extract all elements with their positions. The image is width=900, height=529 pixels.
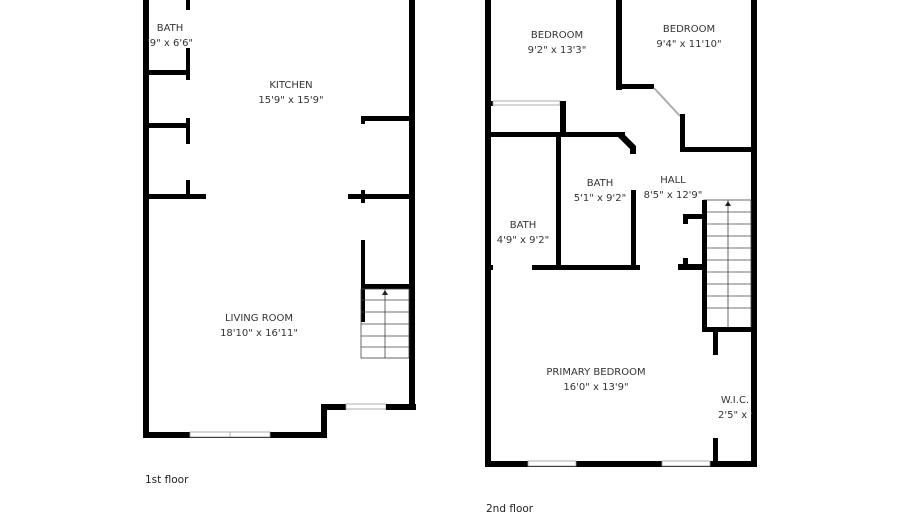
room-size: 5'1" x 9'2" — [573, 193, 627, 204]
window — [527, 460, 577, 467]
room-label-bedroom-1: BEDROOM 9'2" x 13'3" — [528, 28, 587, 58]
room-name: BEDROOM — [530, 30, 584, 41]
room-label-wic: W.I.C. 2'5" x 9'3 — [718, 393, 752, 423]
room-size: 9'4" x 11'10" — [656, 39, 722, 50]
room-size: 15'9" x 15'9" — [258, 95, 324, 106]
room-name: BATH — [509, 220, 537, 231]
room-name: BEDROOM — [662, 24, 716, 35]
room-name: KITCHEN — [269, 80, 313, 91]
room-name: BATH — [156, 23, 184, 34]
stairs-2nd-floor — [703, 199, 752, 331]
room-name: W.I.C. — [720, 395, 750, 406]
room-size: 4'9" x 9'2" — [496, 235, 550, 246]
floor-label-1st: 1st floor — [145, 474, 189, 486]
room-label-hall: HALL 8'5" x 12'9" — [644, 173, 703, 203]
room-label-primary-bedroom: PRIMARY BEDROOM 16'0" x 13'9" — [546, 365, 645, 395]
room-name: PRIMARY BEDROOM — [546, 367, 646, 378]
room-size: 18'10" x 16'11" — [220, 328, 298, 339]
room-name: BATH — [586, 178, 614, 189]
room-label-bath-2: BATH 5'1" x 9'2" — [574, 176, 626, 206]
stairs-1st-floor — [360, 288, 410, 359]
first-floor-walls — [143, 0, 416, 438]
room-label-kitchen: KITCHEN 15'9" x 15'9" — [258, 78, 323, 108]
room-label-bath-3: BATH 4'9" x 9'2" — [497, 218, 549, 248]
room-label-bath-1: BATH '9" x 6'6" — [147, 21, 193, 51]
room-label-bedroom-2: BEDROOM 9'4" x 11'10" — [656, 22, 721, 52]
room-label-living-room: LIVING ROOM 18'10" x 16'11" — [220, 311, 298, 341]
room-size: '9" x 6'6" — [146, 38, 194, 49]
room-name: LIVING ROOM — [224, 313, 294, 324]
front-door — [345, 403, 387, 410]
room-size: 8'5" x 12'9" — [643, 190, 703, 201]
floor-label-2nd: 2nd floor — [486, 503, 534, 515]
room-size: 9'2" x 13'3" — [527, 45, 587, 56]
room-name: HALL — [660, 175, 686, 186]
room-size: 16'0" x 13'9" — [563, 382, 629, 393]
room-size: 2'5" x 9'3 — [718, 410, 752, 421]
window — [661, 460, 711, 467]
second-floor-walls — [485, 0, 757, 467]
